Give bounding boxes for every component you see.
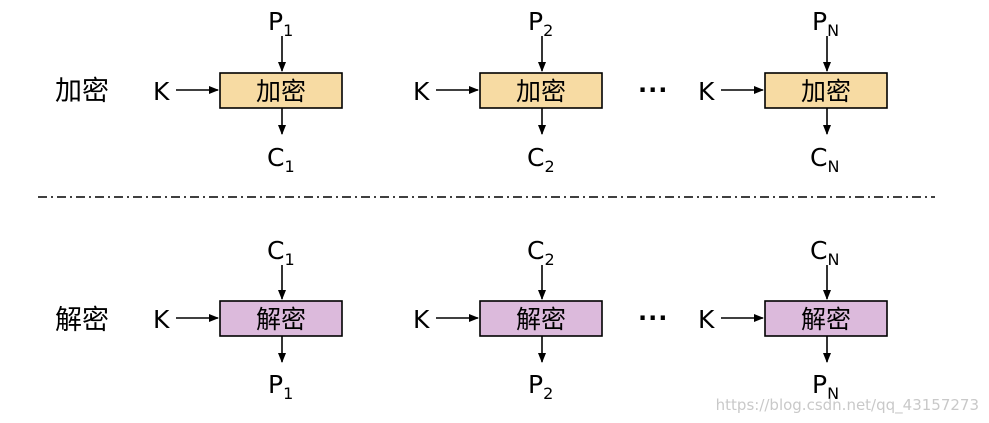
- encrypt-block-1: P1 K 加密 C1: [153, 7, 343, 176]
- decrypt-block-1: C1 K 解密 P1: [153, 236, 343, 403]
- ellipsis: ···: [638, 76, 668, 104]
- input-label: P1: [268, 7, 293, 40]
- encrypt-row: 加密 P1 K 加密 C1 P2 K 加密: [55, 7, 888, 176]
- key-label: K: [153, 77, 170, 106]
- input-label: C1: [267, 236, 295, 269]
- key-label: K: [153, 305, 170, 334]
- decrypt-block-2: C2 K 解密 P2: [413, 236, 603, 403]
- encrypt-box: [764, 72, 888, 109]
- key-label: K: [698, 305, 715, 334]
- encrypt-block-2: P2 K 加密 C2: [413, 7, 603, 176]
- decrypt-row: 解密 C1 K 解密 P1 C2 K 解密: [55, 236, 888, 403]
- decrypt-box: [219, 300, 343, 337]
- key-label: K: [413, 305, 430, 334]
- output-label: P1: [268, 370, 293, 403]
- decrypt-row-label: 解密: [55, 305, 109, 336]
- encrypt-box-label: 加密: [516, 77, 566, 106]
- decrypt-box: [479, 300, 603, 337]
- output-label: C1: [267, 143, 295, 176]
- input-label: C2: [527, 236, 555, 269]
- key-label: K: [698, 77, 715, 106]
- key-label: K: [413, 77, 430, 106]
- output-label: CN: [810, 143, 839, 176]
- input-label: CN: [810, 236, 839, 269]
- watermark: https://blog.csdn.net/qq_43157273: [716, 396, 979, 415]
- ellipsis: ···: [638, 304, 668, 332]
- encrypt-row-label: 加密: [55, 76, 109, 107]
- output-label: P2: [528, 370, 553, 403]
- input-label: P2: [528, 7, 553, 40]
- decrypt-box-label: 解密: [516, 305, 566, 334]
- decrypt-box: [764, 300, 888, 337]
- decrypt-box-label: 解密: [801, 305, 851, 334]
- decrypt-box-label: 解密: [256, 305, 306, 334]
- input-label: PN: [812, 7, 839, 40]
- decrypt-block-n: CN K 解密 PN: [698, 236, 888, 403]
- encrypt-box-label: 加密: [801, 77, 851, 106]
- output-label: C2: [527, 143, 555, 176]
- encrypt-box-label: 加密: [256, 77, 306, 106]
- output-label: PN: [812, 370, 839, 403]
- encrypt-box: [219, 72, 343, 109]
- encrypt-box: [479, 72, 603, 109]
- encrypt-block-n: PN K 加密 CN: [698, 7, 888, 176]
